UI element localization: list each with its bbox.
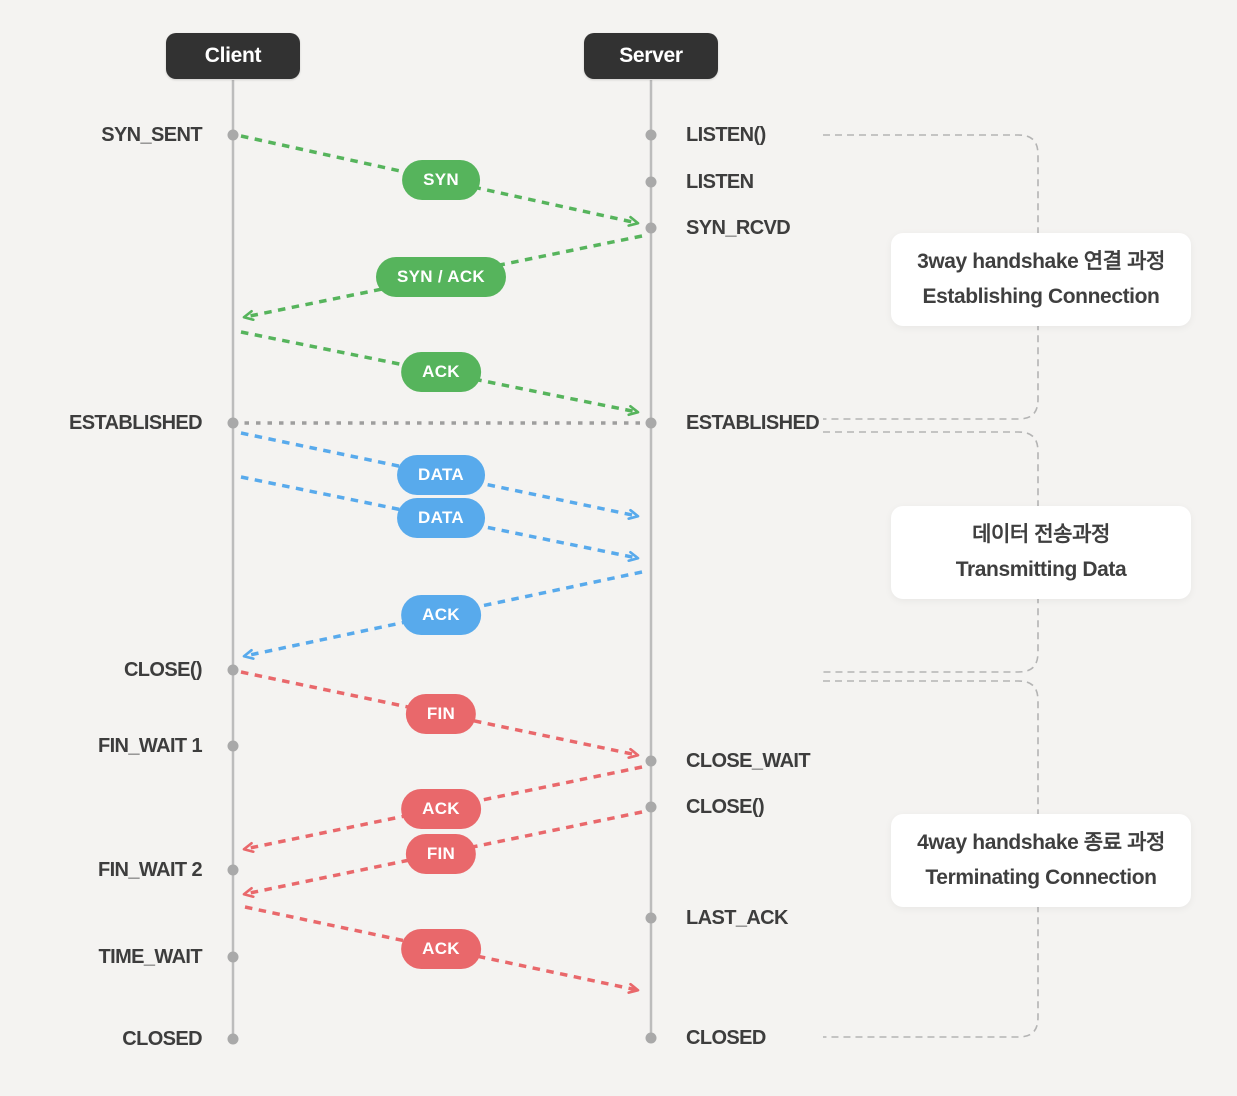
actor-header-client: Client bbox=[166, 33, 300, 79]
server-state-label: LISTEN() bbox=[686, 124, 766, 146]
section-title-en: Terminating Connection bbox=[925, 866, 1157, 889]
event-dot-client bbox=[227, 864, 239, 876]
server-state-label: CLOSE() bbox=[686, 796, 765, 818]
message-pill-ack: ACK bbox=[401, 352, 481, 393]
event-dot-server bbox=[645, 417, 657, 429]
server-state-label: CLOSE_WAIT bbox=[686, 750, 811, 772]
client-state-label: FIN_WAIT 2 bbox=[97, 859, 203, 881]
event-dot-client bbox=[227, 129, 239, 141]
event-dot-server bbox=[645, 912, 657, 924]
section-title-ko: 데이터 전송과정 bbox=[972, 523, 1110, 546]
server-state-label: SYN_RCVD bbox=[686, 217, 791, 239]
event-dot-server bbox=[645, 1032, 657, 1044]
message-pill-ack: ACK bbox=[401, 928, 481, 969]
event-dot-client bbox=[227, 740, 239, 752]
event-dot-server bbox=[645, 129, 657, 141]
message-pill-fin: FIN bbox=[405, 693, 477, 734]
event-dot-client bbox=[227, 417, 239, 429]
event-dot-server bbox=[645, 755, 657, 767]
event-dot-server bbox=[645, 801, 657, 813]
message-pill-data: DATA bbox=[397, 497, 485, 538]
client-state-label: TIME_WAIT bbox=[98, 946, 203, 968]
section-title-en: Establishing Connection bbox=[922, 285, 1160, 308]
event-dot-server bbox=[645, 222, 657, 234]
client-state-label: CLOSE() bbox=[123, 659, 203, 681]
server-state-label: LISTEN bbox=[686, 171, 754, 193]
message-pill-fin: FIN bbox=[405, 833, 477, 874]
message-pill-ack: ACK bbox=[401, 788, 481, 829]
client-state-label: FIN_WAIT 1 bbox=[97, 735, 203, 757]
actor-header-server: Server bbox=[584, 33, 718, 79]
event-dot-client bbox=[227, 1033, 239, 1045]
event-dot-client bbox=[227, 664, 239, 676]
client-state-label: ESTABLISHED bbox=[68, 412, 203, 434]
section-title-en: Transmitting Data bbox=[955, 558, 1127, 581]
event-dot-server bbox=[645, 176, 657, 188]
section-box-3: 4way handshake 종료 과정 Terminating Connecti… bbox=[891, 814, 1191, 907]
message-pill-data: DATA bbox=[397, 454, 485, 495]
section-title-ko: 4way handshake 종료 과정 bbox=[917, 831, 1165, 854]
message-pill-syn-ack: SYN / ACK bbox=[375, 257, 507, 297]
event-dot-client bbox=[227, 951, 239, 963]
client-state-label: CLOSED bbox=[122, 1028, 202, 1050]
server-state-label: CLOSED bbox=[686, 1027, 766, 1049]
section-box-1: 3way handshake 연결 과정 Establishing Connect… bbox=[891, 233, 1191, 326]
message-pill-ack: ACK bbox=[401, 594, 481, 635]
server-state-label: ESTABLISHED bbox=[686, 412, 820, 434]
client-state-label: SYN_SENT bbox=[101, 124, 202, 146]
section-box-2: 데이터 전송과정 Transmitting Data bbox=[891, 506, 1191, 599]
section-title-ko: 3way handshake 연결 과정 bbox=[917, 250, 1165, 273]
message-pill-syn: SYN bbox=[402, 159, 480, 200]
server-state-label: LAST_ACK bbox=[686, 907, 788, 929]
